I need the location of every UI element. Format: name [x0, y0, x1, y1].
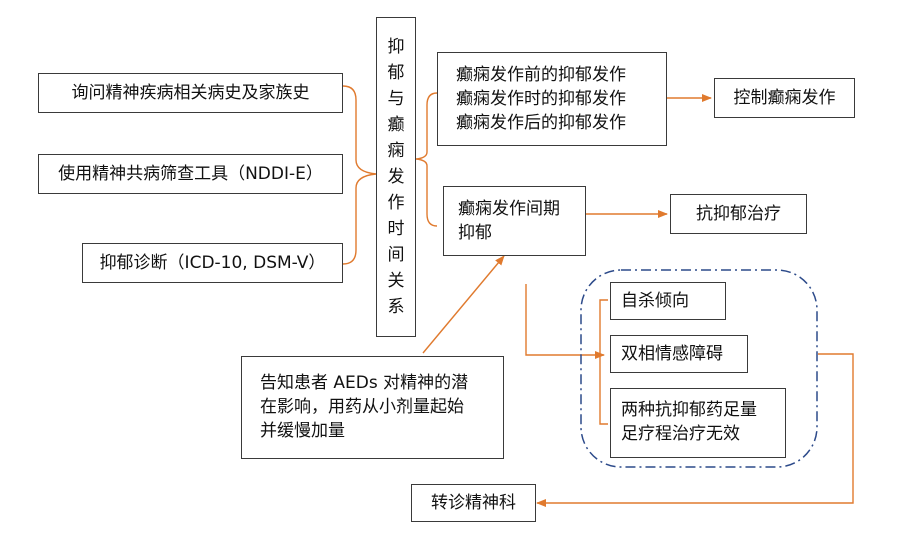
- suicide-tendency-text: 自杀倾向: [621, 291, 689, 311]
- bipolar-disorder-box: 双相情感障碍: [610, 335, 748, 373]
- psychiatry-referral-box: 转诊精神科: [411, 484, 536, 522]
- control-seizure-text: 控制癫痫发作: [733, 88, 836, 108]
- center-char: 癫: [387, 115, 405, 135]
- arrow-to-risk-group: [525, 284, 605, 359]
- left-brace: [342, 85, 377, 265]
- arrow-notice-to-interictal: [422, 255, 505, 354]
- right-brace: [415, 92, 438, 227]
- risk-group-border: [580, 269, 818, 468]
- center-char: 发: [387, 167, 405, 187]
- seizure-timing-box: 癫痫发作前的抑郁发作 癫痫发作时的抑郁发作 癫痫发作后的抑郁发作: [437, 52, 667, 146]
- notice-line: 在影响，用药从小剂量起始: [260, 397, 464, 417]
- center-char: 时: [387, 219, 405, 239]
- antidepressant-box: 抗抑郁治疗: [670, 194, 807, 234]
- interictal-line: 癫痫发作间期: [458, 199, 560, 219]
- psychiatry-referral-text: 转诊精神科: [431, 493, 516, 513]
- notice-line: 告知患者 AEDs 对精神的潜: [260, 373, 469, 393]
- treatment-failure-line: 足疗程治疗无效: [621, 424, 740, 444]
- center-char: 系: [387, 297, 405, 317]
- notice-line: 并缓慢加量: [260, 421, 345, 441]
- center-char: 关: [387, 271, 405, 291]
- screening-tool-box: 使用精神共病筛查工具（NDDI-E）: [38, 154, 343, 194]
- bipolar-disorder-text: 双相情感障碍: [621, 344, 723, 364]
- interictal-depression-box: 癫痫发作间期 抑郁: [443, 186, 586, 256]
- center-char: 抑: [387, 37, 405, 57]
- seizure-timing-line: 癫痫发作前的抑郁发作: [456, 65, 626, 85]
- control-seizure-box: 控制癫痫发作: [714, 78, 855, 118]
- risk-bracket: [599, 299, 608, 425]
- medication-notice-box: 告知患者 AEDs 对精神的潜 在影响，用药从小剂量起始 并缓慢加量: [241, 356, 504, 459]
- treatment-failure-line: 两种抗抑郁药足量: [621, 400, 757, 420]
- seizure-timing-line: 癫痫发作时的抑郁发作: [456, 89, 626, 109]
- history-inquiry-text: 询问精神疾病相关病史及家族史: [71, 83, 310, 103]
- center-char: 痫: [387, 141, 405, 161]
- depression-diagnosis-box: 抑郁诊断（ICD-10, DSM-V）: [82, 243, 343, 283]
- depression-diagnosis-text: 抑郁诊断（ICD-10, DSM-V）: [99, 253, 326, 273]
- center-char: 间: [387, 245, 405, 265]
- center-relation-column: 抑 郁 与 癫 痫 发 作 时 间 关 系: [376, 17, 416, 337]
- antidepressant-text: 抗抑郁治疗: [696, 204, 781, 224]
- interictal-line: 抑郁: [458, 223, 492, 243]
- center-char: 与: [387, 89, 405, 109]
- screening-tool-text: 使用精神共病筛查工具（NDDI-E）: [58, 164, 323, 184]
- history-inquiry-box: 询问精神疾病相关病史及家族史: [38, 73, 343, 113]
- treatment-failure-box: 两种抗抑郁药足量 足疗程治疗无效: [610, 388, 786, 458]
- center-char: 作: [387, 193, 405, 213]
- center-char: 郁: [387, 63, 405, 83]
- arrow-to-referral: [536, 353, 854, 507]
- seizure-timing-line: 癫痫发作后的抑郁发作: [456, 113, 626, 133]
- suicide-tendency-box: 自杀倾向: [610, 282, 726, 320]
